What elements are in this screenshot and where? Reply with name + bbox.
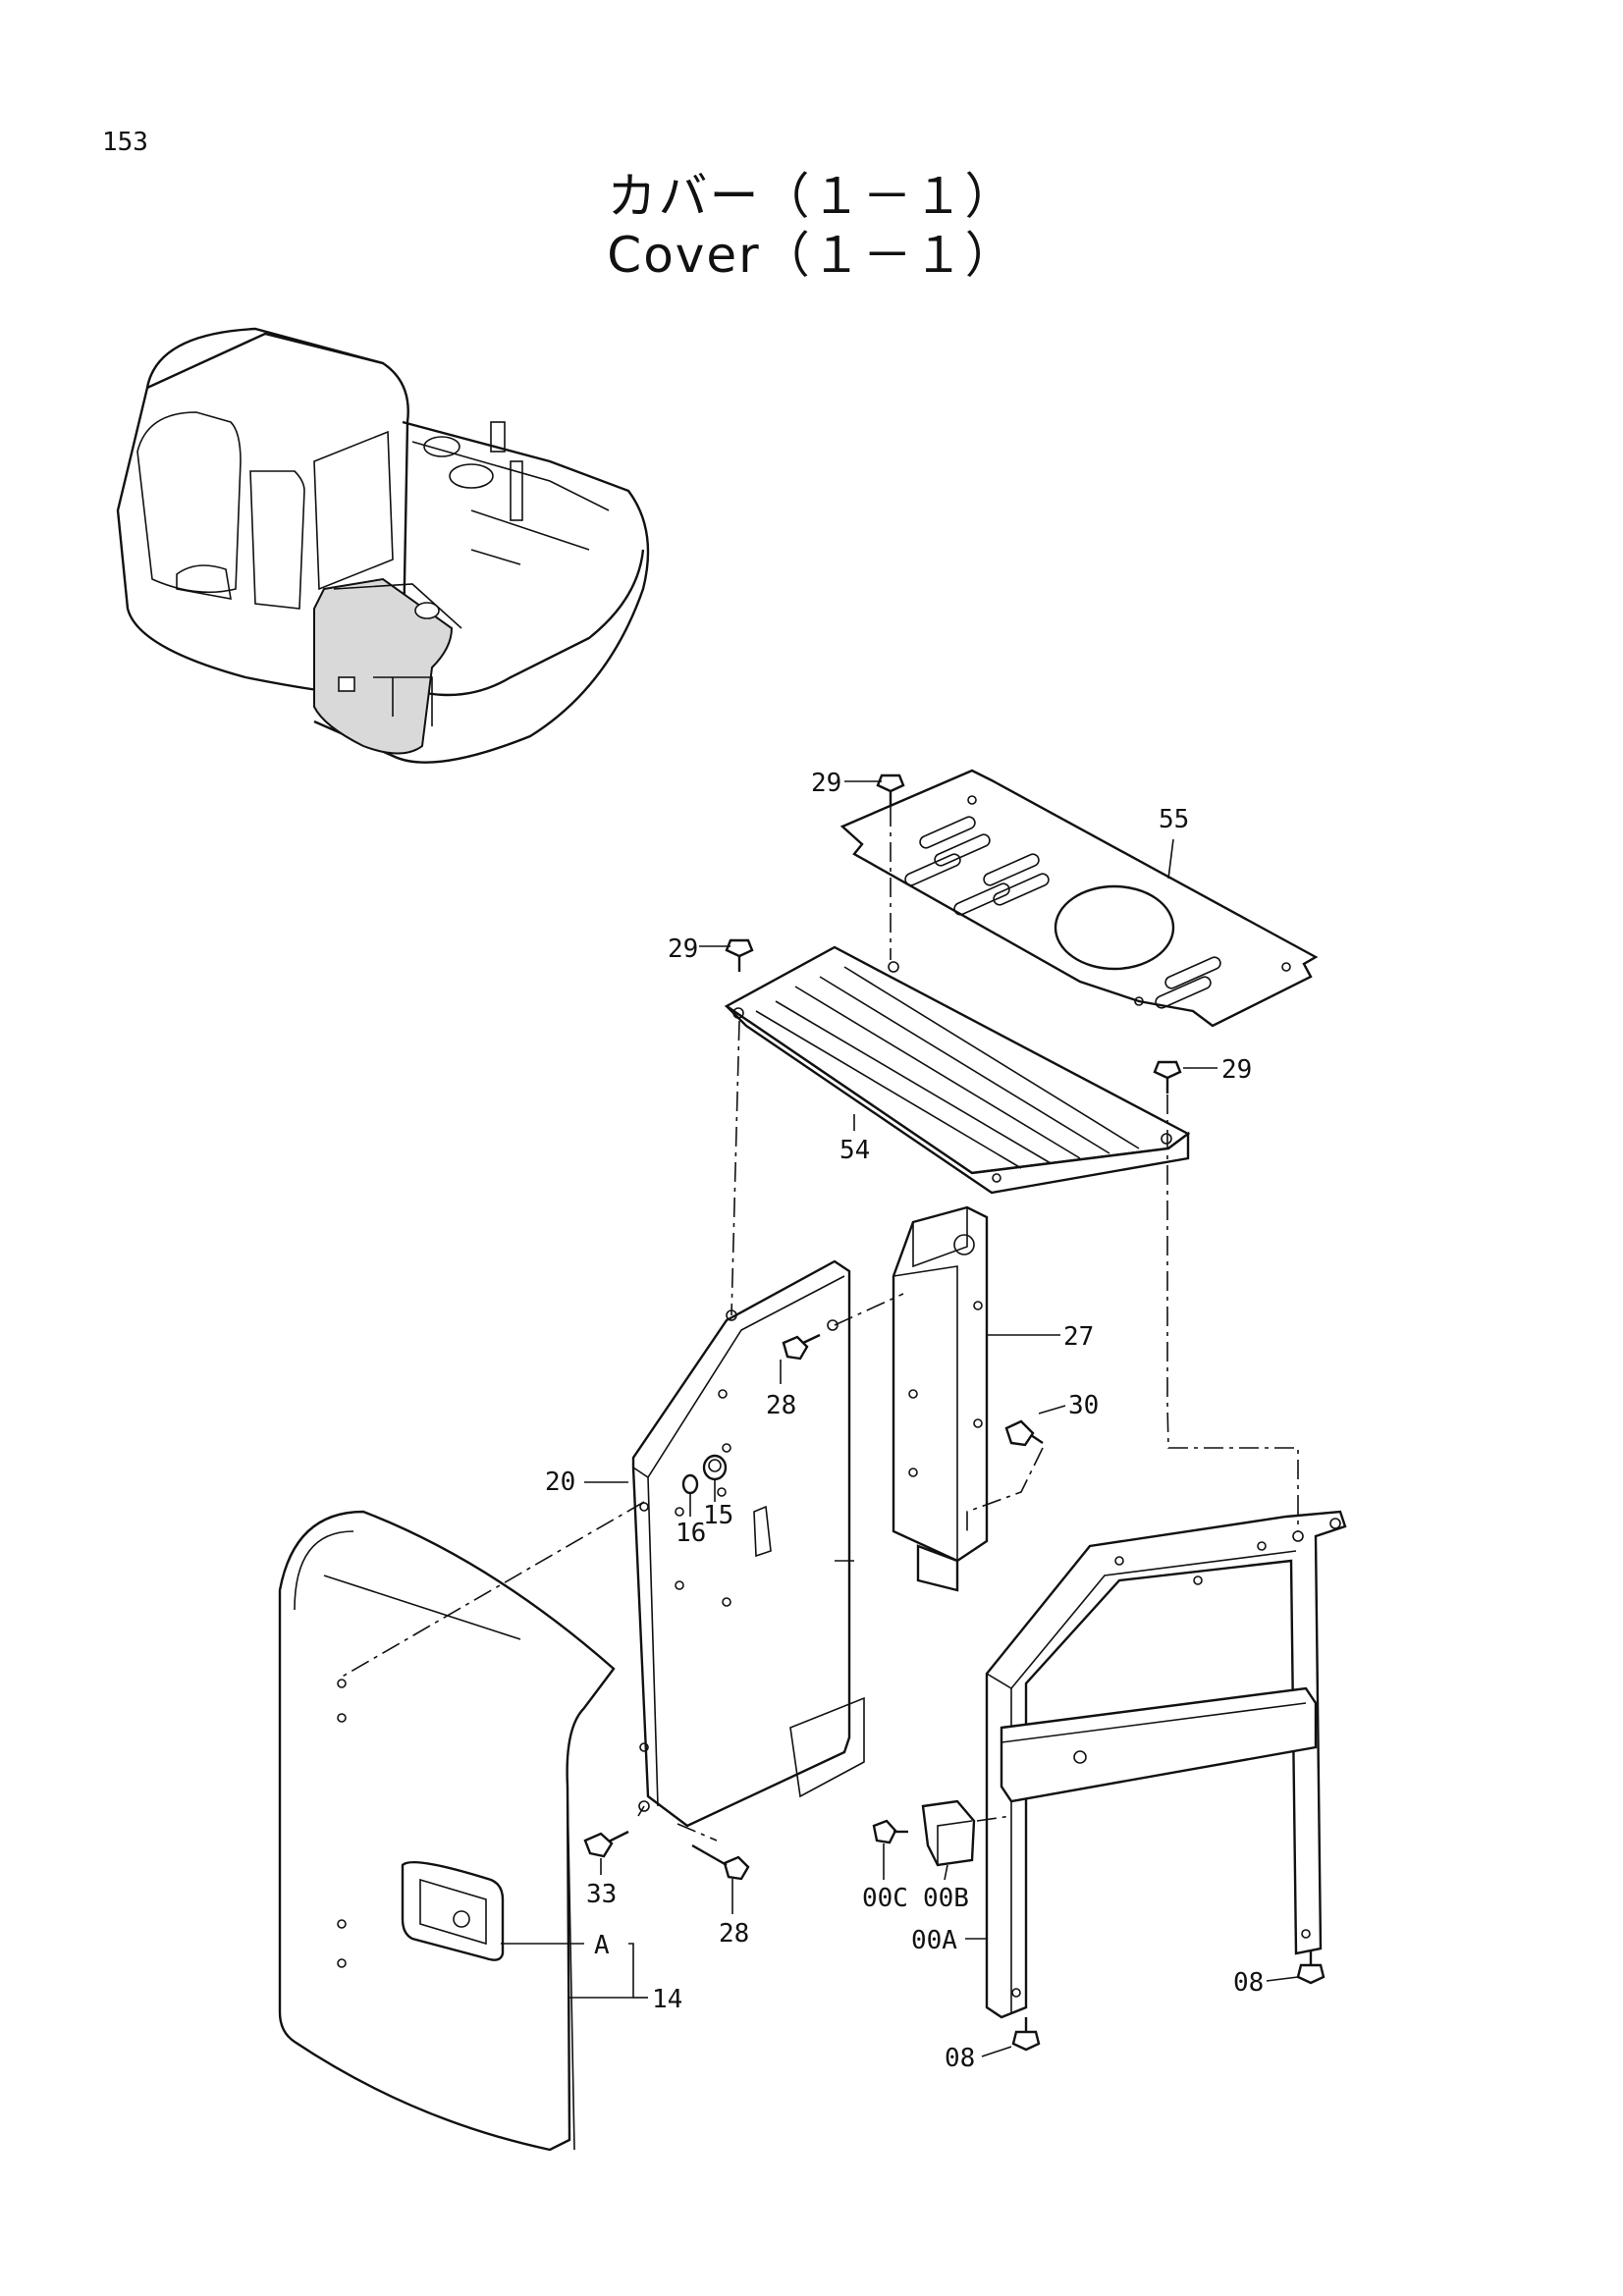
bracket-00B [921, 1799, 976, 1867]
part-55-top-plate [839, 769, 1319, 1028]
part-00A-support-frame [985, 1510, 1347, 2019]
callout-30: 30 [1068, 1391, 1099, 1420]
title-english: Cover（１－１） [607, 227, 1016, 284]
bolt-28-lower [691, 1843, 750, 1881]
callout-14: 14 [652, 1985, 682, 2014]
leader-lines [501, 780, 1299, 2057]
callout-27: 27 [1063, 1322, 1094, 1352]
bolt-30 [1004, 1419, 1044, 1447]
part-27-vertical-cover [892, 1205, 989, 1592]
callout-00A: 00A [911, 1926, 957, 1955]
callout-08-right: 08 [1233, 1968, 1264, 1998]
callout-15: 15 [703, 1501, 733, 1530]
bolt-29-top [876, 774, 905, 807]
washer-16 [681, 1473, 699, 1495]
callout-28-lower: 28 [719, 1919, 749, 1949]
callout-A: A [594, 1931, 610, 1960]
callout-28-upper: 28 [766, 1391, 796, 1420]
part-54-step-plate [724, 945, 1191, 1195]
nut-15 [702, 1454, 728, 1481]
bolt-29-left [725, 938, 754, 972]
bolt-08-left [1011, 2017, 1041, 2052]
bolt-28-upper [782, 1333, 821, 1361]
callout-29-right: 29 [1221, 1055, 1252, 1085]
title-japanese: カバー（１－１） [607, 168, 1016, 225]
bolt-29-right [1153, 1060, 1182, 1094]
excavator-overview-illustration [116, 327, 650, 764]
part-20-mounting-plate [631, 1259, 865, 1828]
callout-16: 16 [676, 1519, 706, 1548]
alignment-lines [338, 807, 1299, 1842]
callout-33: 33 [586, 1880, 617, 1909]
callout-00C: 00C [862, 1884, 908, 1913]
callout-55: 55 [1159, 805, 1189, 834]
callout-00B: 00B [923, 1884, 969, 1913]
callout-labels: 29 55 29 29 54 27 28 30 20 16 15 33 28 0… [545, 769, 1264, 2073]
callout-54: 54 [839, 1136, 870, 1165]
part-14-side-cover [278, 1510, 616, 2152]
callout-08-left: 08 [945, 2044, 975, 2073]
callout-29-left: 29 [668, 934, 698, 964]
page-number: 153 [102, 128, 148, 157]
callout-20: 20 [545, 1468, 575, 1497]
bolt-33 [583, 1830, 629, 1858]
callout-29-top: 29 [811, 769, 841, 798]
bolt-00C [872, 1819, 908, 1844]
bolt-08-right [1296, 1950, 1325, 1985]
